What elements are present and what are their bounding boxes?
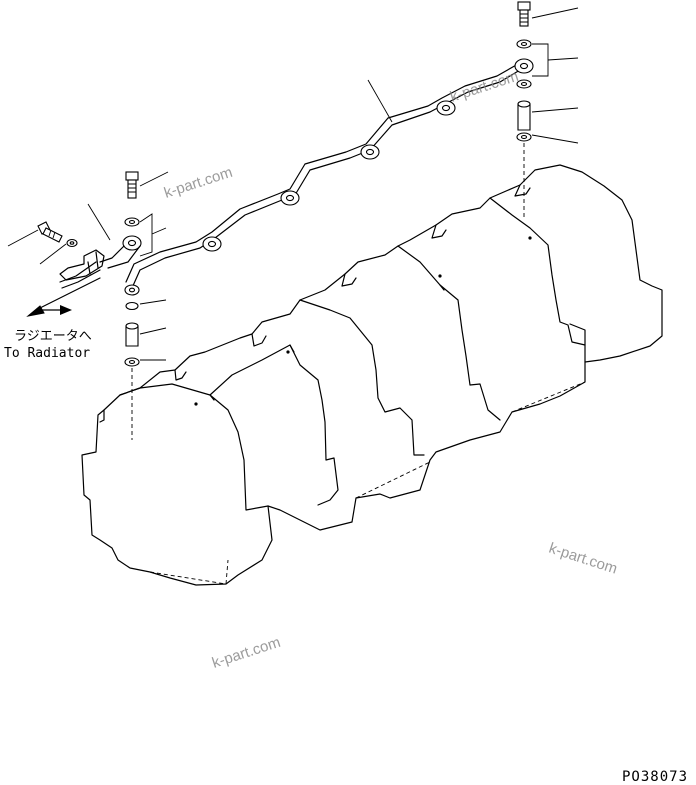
front-fastener-stack xyxy=(87,171,169,440)
tube-fitting-1 xyxy=(202,236,222,252)
radiator-label-japanese: ラジエータへ xyxy=(14,329,92,344)
tube-assembly xyxy=(99,58,534,289)
rear-fastener-stack xyxy=(367,1,579,218)
radiator-label-english: To Radiator xyxy=(4,346,90,361)
clip-bolt-group xyxy=(7,221,105,289)
to-radiator-indicator xyxy=(26,277,101,317)
engine-block-outline xyxy=(81,164,663,586)
watermark: k-part.com xyxy=(210,634,283,672)
watermark: k-part.com xyxy=(162,164,235,202)
tube-fitting-3 xyxy=(360,144,380,160)
tube-fitting-2 xyxy=(280,190,300,206)
watermark: k-part.com xyxy=(448,68,521,106)
figure-code: PO38073 xyxy=(622,769,688,785)
tube-fitting-4 xyxy=(436,100,456,116)
watermark: k-part.com xyxy=(547,540,620,578)
